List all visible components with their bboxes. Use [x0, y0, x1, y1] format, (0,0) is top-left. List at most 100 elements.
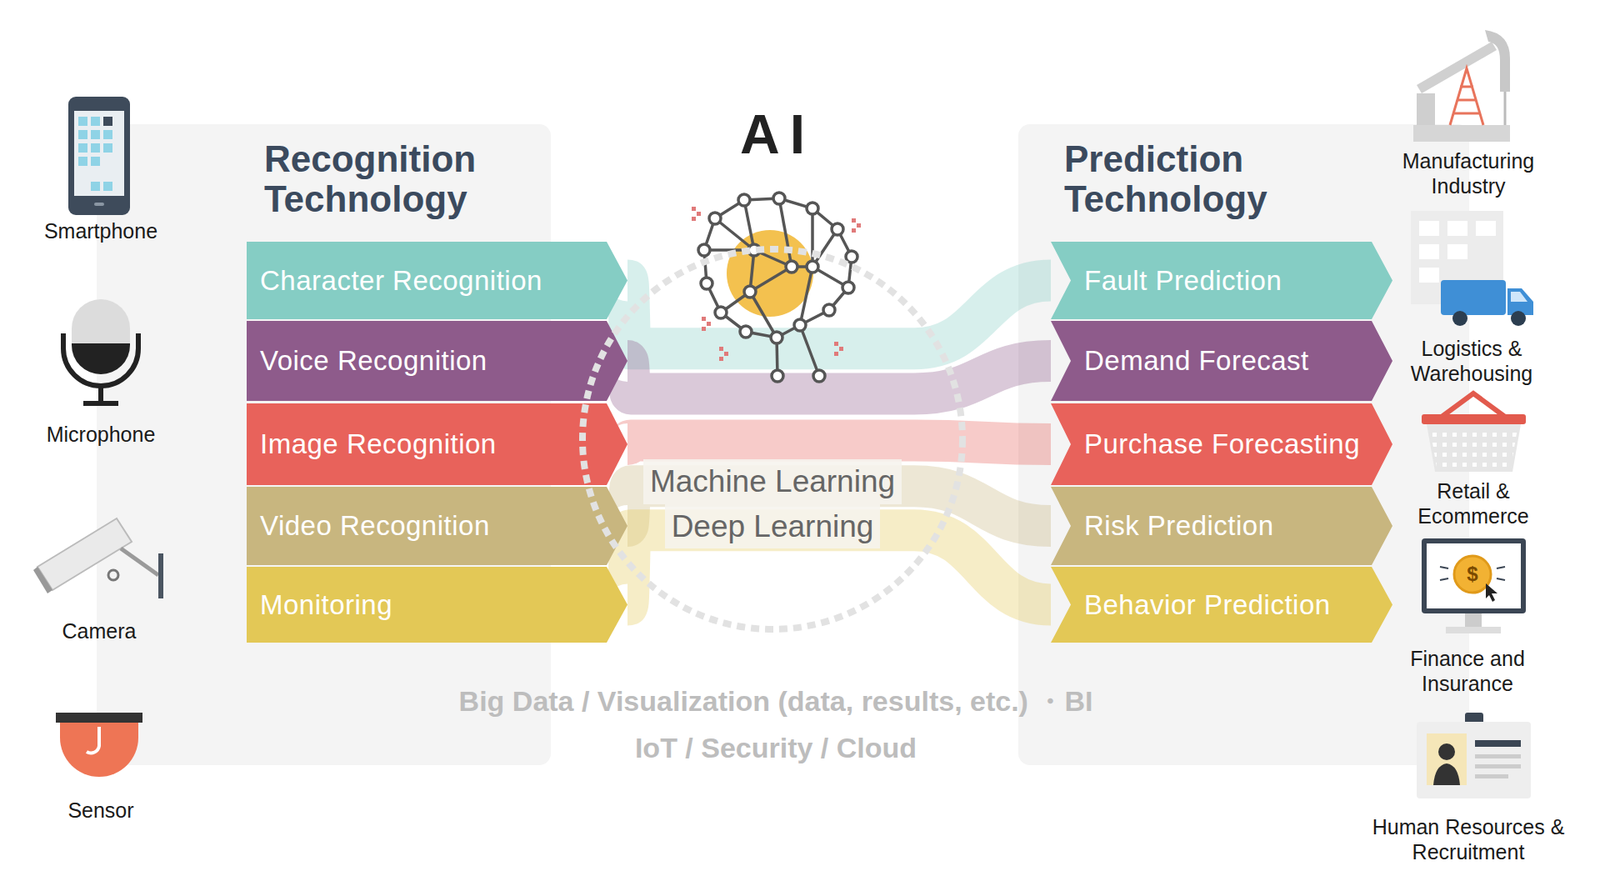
ai-brain-icon-part-part: [706, 321, 711, 326]
band-arrow: [246, 566, 628, 643]
dashed-circle-outline: [582, 249, 963, 630]
device-label: Microphone: [17, 421, 185, 447]
ai-brain-icon-part-part: [773, 192, 785, 205]
shopping-basket-icon-part: [1426, 424, 1521, 472]
smartphone-icon-part: [94, 202, 105, 206]
smartphone-icon-part: [78, 116, 113, 191]
band-label: Video Recognition: [260, 486, 490, 565]
recognition-band: Monitoring: [246, 566, 628, 643]
recognition-band: Video Recognition: [246, 486, 628, 565]
ai-brain-icon-part-part: [785, 260, 798, 273]
method-label: Deep Learning: [665, 504, 881, 550]
warehouse-truck-icon-part: [1510, 310, 1526, 326]
warehouse-truck-icon-part-part: [1419, 220, 1440, 236]
ai-brain-icon-part: [698, 192, 858, 382]
ai-brain-icon-part-part: [779, 198, 792, 267]
smartphone-icon-part-part: [103, 116, 113, 126]
warehouse-truck-icon-part-part: [1419, 244, 1440, 260]
ai-brain-icon-part-part: [704, 198, 852, 338]
smartphone-icon-part-part: [78, 130, 88, 140]
band-arrow: [1050, 320, 1393, 401]
smartphone-icon-part-part: [90, 130, 100, 140]
finance-monitor-icon-part: [1454, 555, 1491, 593]
finance-monitor-icon-part: [1465, 613, 1482, 627]
ai-brain-icon-part-part: [740, 325, 752, 338]
finance-monitor-icon-part: [1445, 626, 1501, 634]
ai-brain-icon-part-part: [839, 346, 844, 351]
recognition-band: Voice Recognition: [246, 320, 628, 401]
band-arrow: [246, 403, 628, 485]
band-arrow: [1050, 486, 1393, 565]
flow-stripe: [627, 280, 1051, 350]
device-label: Smartphone: [17, 218, 185, 244]
industry-label: Logistics & Warehousing: [1388, 335, 1555, 386]
microphone-icon-part: [98, 385, 104, 402]
ai-brain-icon-part: [691, 206, 861, 361]
id-badge-icon-part: [1438, 743, 1455, 760]
finance-monitor-icon-part: [1426, 543, 1521, 609]
ai-brain-icon-part-part: [800, 325, 820, 376]
camera-icon-part: [158, 553, 164, 599]
finance-monitor-icon-part-part: [1496, 566, 1505, 569]
finance-monitor-icon-part-part: [1496, 578, 1505, 580]
ai-brain-icon-part-part: [719, 346, 724, 351]
smartphone-icon-part-part: [90, 156, 100, 166]
warehouse-truck-icon-part-part: [1447, 244, 1468, 260]
smartphone-icon: [68, 96, 130, 215]
shopping-basket-icon-part: [1430, 428, 1518, 467]
oil-pump-icon-part: [1413, 125, 1510, 142]
band-arrow: [246, 320, 628, 401]
smartphone-icon-part-part: [103, 143, 113, 153]
id-badge-icon-part: [1416, 721, 1531, 799]
ai-brain-icon-part-part: [823, 304, 835, 316]
warehouse-truck-icon-part-part: [1419, 267, 1440, 283]
prediction-band: Purchase Forecasting: [1050, 403, 1393, 485]
warehouse-truck-icon-part: [1440, 280, 1506, 315]
id-badge-icon-part: [1475, 764, 1521, 769]
ai-brain-icon-part-part: [701, 326, 706, 331]
ml-circle: Machine LearningDeep Learning: [578, 245, 967, 634]
oil-pump-icon-part-part: [1460, 85, 1474, 89]
sensor-icon-part: [86, 726, 100, 753]
ai-brain-icon-part-part: [691, 216, 696, 221]
smartphone-icon-part-part: [78, 143, 88, 153]
finance-monitor-icon-part: [1421, 538, 1526, 614]
oil-pump-icon-part-part: [1450, 68, 1484, 125]
ai-brain-icon-part-part: [834, 351, 839, 356]
ai-brain-icon-part-part: [715, 306, 727, 319]
smartphone-icon-part-part: [78, 156, 88, 166]
id-badge-icon-part: [1475, 774, 1509, 779]
dashed-circle: [578, 245, 967, 634]
finance-monitor-icon-part: [1485, 583, 1498, 602]
ai-brain-icon-part-part: [700, 277, 713, 290]
ai-brain-icon-part-part: [834, 341, 839, 346]
ai-brain-icon-part-part: [696, 211, 701, 216]
ai-brain-icon: [691, 192, 861, 382]
band-arrow: [246, 486, 628, 565]
band-label: Purchase Forecasting: [1084, 403, 1360, 485]
ai-brain-icon-part-part: [842, 281, 855, 294]
smartphone-icon-part-part: [90, 181, 100, 191]
smartphone-icon-part-part: [103, 181, 113, 191]
ai-brain-icon-part-part: [698, 244, 710, 256]
diagram-title: AI: [647, 106, 898, 162]
method-label: Machine Learning: [643, 459, 902, 505]
industry-label: Manufacturing Industry: [1376, 148, 1560, 199]
band-label: Demand Forecast: [1084, 320, 1310, 401]
band-arrow: [1050, 241, 1393, 320]
band-label: Behavior Prediction: [1084, 566, 1331, 643]
industry-label: Human Resources & Recruitment: [1364, 814, 1573, 865]
smartphone-icon-part-part: [103, 130, 113, 140]
ai-brain-icon-part-part: [744, 200, 755, 250]
panel-heading: Prediction Technology: [1064, 139, 1381, 220]
panel-heading: Recognition Technology: [264, 139, 581, 220]
smartphone-icon-part-part: [90, 116, 100, 126]
band-label: Character Recognition: [260, 241, 543, 320]
oil-pump-icon-part: [1485, 30, 1510, 92]
device-label: Sensor: [17, 797, 185, 823]
band-label: Fault Prediction: [1084, 241, 1282, 320]
ai-brain-icon-part-part: [771, 370, 784, 382]
ai-brain-icon-part-part: [810, 208, 815, 267]
ai-brain-icon-part-part: [750, 291, 777, 338]
